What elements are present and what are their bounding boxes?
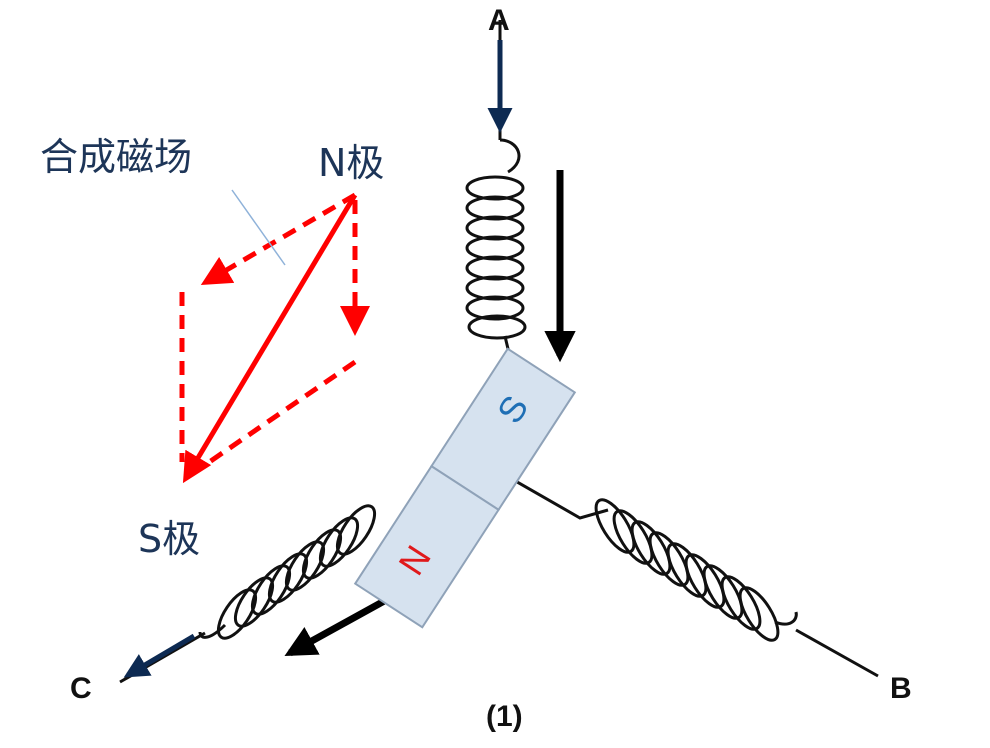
component-vector-upper-left [200,192,357,286]
current-arrow-c [123,633,196,678]
bar-magnet: S N [353,347,577,629]
coil-b-lead-wire [504,473,609,520]
resultant-field-vectors [179,189,370,484]
field-label-pointer [231,189,286,266]
magnet-north-half [353,464,500,629]
resultant-field-vector [182,193,358,484]
terminal-a-label: A [488,4,510,37]
coil-a-winding [499,138,521,174]
figure-caption: (1) [486,700,523,733]
coil-a [465,20,527,373]
terminal-c-label: C [70,672,92,705]
parallelogram-edge-bottom [184,359,357,481]
resultant-field-label: 合成磁场 [40,135,192,179]
terminal-b-label: B [890,672,912,705]
coil-b [504,473,879,678]
north-pole-label: N极 [318,141,384,185]
magnet-field-arrow-c [284,596,388,657]
south-pole-label: S极 [138,517,200,561]
